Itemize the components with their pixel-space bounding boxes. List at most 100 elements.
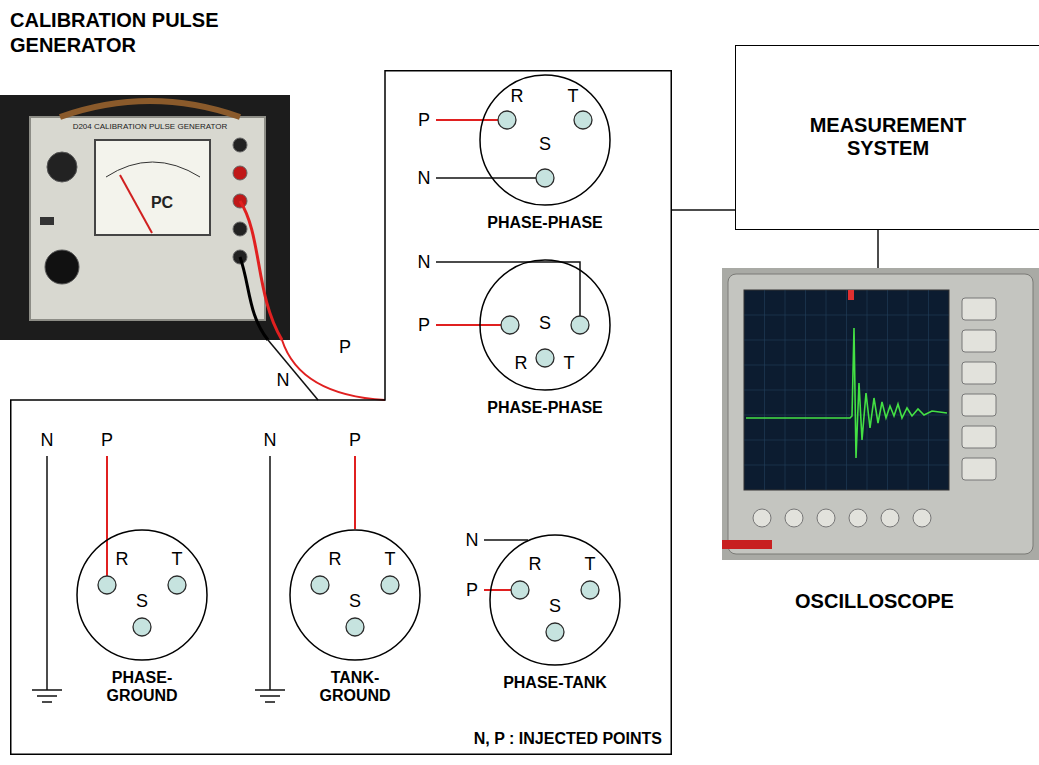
menu-button xyxy=(962,298,996,320)
scope-screen xyxy=(744,290,949,490)
bushing-dot xyxy=(346,618,364,636)
bushing-dot xyxy=(98,576,116,594)
screen-grid xyxy=(744,365,949,366)
front-button xyxy=(913,509,931,527)
screen-grid xyxy=(744,415,949,416)
phase-letter: R xyxy=(515,353,528,374)
trigger-marker xyxy=(848,290,854,300)
phase-letter: T xyxy=(172,549,183,570)
front-button xyxy=(849,509,867,527)
terminal-circle: RTSTANK- GROUND xyxy=(289,529,421,661)
bushing-dot xyxy=(571,316,589,334)
bushing-dot xyxy=(536,349,554,367)
connector-wire xyxy=(877,230,879,268)
terminal-circle: RTSPHASE-TANK xyxy=(489,534,621,666)
meter-needle xyxy=(120,175,152,233)
black-lead xyxy=(269,456,271,690)
front-button xyxy=(881,509,899,527)
bushing-dot xyxy=(501,316,519,334)
photo-background xyxy=(722,268,1039,560)
test-caption: TANK- GROUND xyxy=(310,669,400,706)
menu-button xyxy=(962,426,996,448)
black-lead xyxy=(46,456,48,690)
wire-label: P xyxy=(337,337,353,358)
injection-point-label: N xyxy=(41,430,54,451)
device-heading: CALIBRATION PULSE GENERATOR xyxy=(10,8,270,58)
device-caption: OSCILLOSCOPE xyxy=(795,590,954,613)
injection-point-label: N xyxy=(264,430,277,451)
tank-circle xyxy=(77,530,207,660)
injection-point-label: N xyxy=(418,168,431,189)
pulse-generator-photo: CALIBRATION PULSE GENERATORD204 CALIBRAT… xyxy=(0,95,290,340)
bushing-dot xyxy=(133,618,151,636)
phase-letter: S xyxy=(539,134,551,155)
bushing-dot xyxy=(546,623,564,641)
phase-letter: R xyxy=(529,554,542,575)
bushing-dot xyxy=(581,581,599,599)
connector-wire xyxy=(268,340,318,400)
tank-circle xyxy=(480,260,610,390)
ground-symbol xyxy=(32,690,62,702)
wire-label: N xyxy=(275,370,292,391)
signal-trace xyxy=(746,328,947,458)
bushing-dot xyxy=(168,576,186,594)
red-lead xyxy=(436,324,501,326)
injection-point-label: N xyxy=(418,252,431,273)
enclosure-border xyxy=(11,71,672,755)
tank-circle xyxy=(490,535,620,665)
note-text: N, P : INJECTED POINTS xyxy=(474,730,662,748)
bushing-dot xyxy=(574,111,592,129)
test-object-enclosure: N, P : INJECTED POINTSRTSPHASE-PHASESRTP… xyxy=(10,70,672,755)
carry-handle xyxy=(60,101,240,117)
phase-letter: S xyxy=(549,596,561,617)
generator-illustration xyxy=(0,95,290,340)
oscilloscope-illustration xyxy=(722,268,1039,560)
output-jack xyxy=(233,222,247,236)
screen-grid xyxy=(744,465,949,466)
terminal-circle: RTSPHASE- GROUND xyxy=(76,529,208,661)
front-button xyxy=(785,509,803,527)
connector-wire xyxy=(672,209,735,211)
test-caption: PHASE-PHASE xyxy=(487,214,603,232)
phase-letter: S xyxy=(539,313,551,334)
screen-grid xyxy=(744,315,949,316)
menu-button xyxy=(962,458,996,480)
meter-unit: PC xyxy=(151,194,173,212)
screen-grid xyxy=(744,390,949,391)
bushing-dot xyxy=(498,111,516,129)
probe xyxy=(722,540,772,549)
phase-letter: T xyxy=(385,549,396,570)
terminal-circle: RTSPHASE-PHASE xyxy=(479,74,611,206)
injection-point-label: P xyxy=(101,430,113,451)
meter-face xyxy=(95,140,210,235)
output-jack xyxy=(233,138,247,152)
terminal-circle: SRTPHASE-PHASE xyxy=(479,259,611,391)
scope-body xyxy=(728,274,1033,554)
power-switch xyxy=(40,217,54,225)
phase-letter: S xyxy=(349,591,361,612)
injection-point-label: P xyxy=(466,580,478,601)
output-jack xyxy=(233,166,247,180)
red-test-lead xyxy=(240,201,282,340)
test-caption: PHASE-PHASE xyxy=(487,399,603,417)
tank-circle xyxy=(290,530,420,660)
red-lead xyxy=(436,119,498,121)
oscilloscope-photo: OSCILLOSCOPE xyxy=(722,268,1039,560)
menu-button xyxy=(962,330,996,352)
connector-wire xyxy=(282,340,385,400)
red-lead xyxy=(484,589,511,591)
black-lead xyxy=(484,539,528,541)
injection-point-label: N xyxy=(466,530,479,551)
injection-point-label: P xyxy=(418,315,430,336)
menu-button xyxy=(962,394,996,416)
injection-point-label: P xyxy=(418,110,430,131)
phase-letter: R xyxy=(329,549,342,570)
black-lead xyxy=(436,177,536,179)
phase-letter: R xyxy=(511,86,524,107)
bushing-dot xyxy=(381,576,399,594)
phase-letter: T xyxy=(564,353,575,374)
range-knob xyxy=(45,250,79,284)
black-lead xyxy=(436,262,580,316)
test-caption: PHASE- GROUND xyxy=(97,669,187,706)
